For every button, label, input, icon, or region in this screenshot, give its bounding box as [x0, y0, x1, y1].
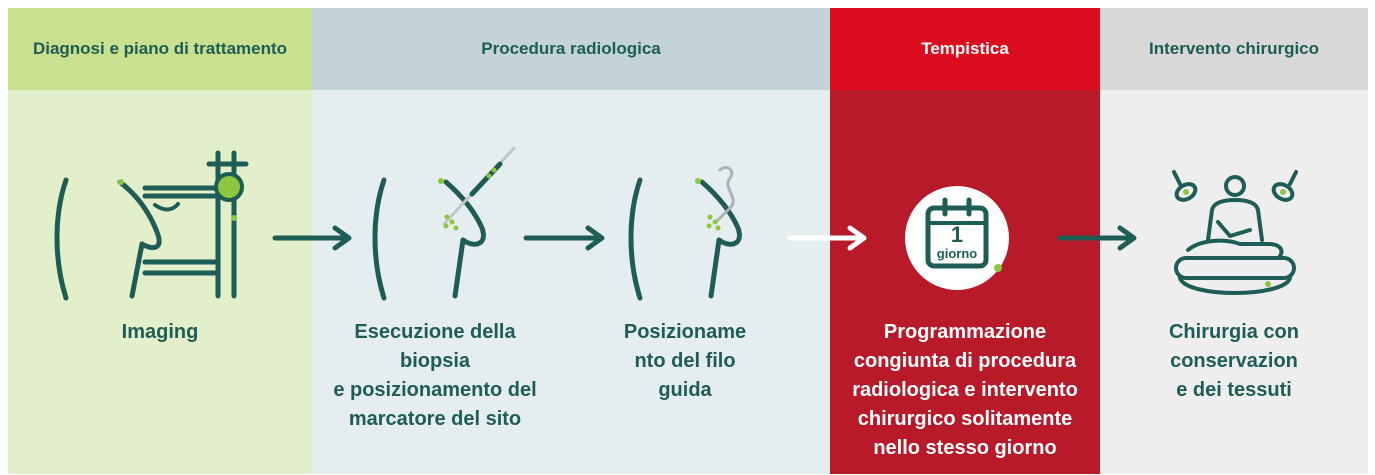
column-body-surgery — [1100, 90, 1368, 474]
calendar-icon — [905, 186, 1009, 290]
step-label-biopsy: Esecuzione della biopsia e posizionament… — [300, 318, 570, 434]
calendar-unit: giorno — [936, 246, 978, 261]
step-label-line: chirurgico solitamente — [857, 408, 1073, 430]
arrow-right-icon — [523, 225, 605, 251]
step-label-line: e posizionamento del — [333, 379, 537, 401]
column-radiology: Procedura radiologica — [312, 8, 830, 474]
arrow-right-icon — [787, 225, 867, 251]
arrow-right-icon — [272, 225, 352, 251]
step-label-scheduling: Programmazione congiunta di procedura ra… — [832, 318, 1098, 463]
step-label-line: Imaging — [121, 321, 199, 343]
step-label-line: nto del filo — [634, 350, 736, 372]
column-surgery: Intervento chirurgico — [1100, 8, 1368, 474]
header-surgery: Intervento chirurgico — [1100, 8, 1368, 90]
step-label-line: Chirurgia con — [1168, 321, 1299, 343]
step-label-line: biopsia — [399, 350, 470, 372]
column-diagnosis: Diagnosi e piano di trattamento — [8, 8, 312, 474]
step-label-surgery: Chirurgia con conservazion e dei tessuti — [1134, 318, 1334, 405]
header-radiology: Procedura radiologica — [312, 8, 830, 90]
biopsy-needle-icon — [372, 146, 516, 301]
step-label-line: congiunta di procedura — [853, 350, 1077, 372]
column-body-radiology — [312, 90, 830, 474]
step-label-wire: Posizioname nto del filo guida — [590, 318, 780, 405]
step-label-line: nello stesso giorno — [873, 437, 1057, 459]
step-label-line: guida — [658, 379, 712, 401]
step-label-line: marcatore del sito — [348, 408, 522, 430]
calendar-day: 1 — [950, 222, 964, 247]
guide-wire-icon — [628, 166, 742, 301]
header-timing: Tempistica — [830, 8, 1100, 90]
header-diagnosis: Diagnosi e piano di trattamento — [8, 8, 312, 90]
step-label-imaging: Imaging — [60, 318, 260, 347]
column-body-diagnosis — [8, 90, 312, 474]
mammography-icon — [54, 150, 249, 301]
surgery-icon — [1172, 170, 1298, 295]
step-label-line: e dei tessuti — [1176, 379, 1292, 401]
step-label-line: Esecuzione della — [354, 321, 516, 343]
arrow-right-icon — [1057, 225, 1137, 251]
step-label-line: radiologica e intervento — [852, 379, 1078, 401]
step-label-line: conservazion — [1170, 350, 1298, 372]
step-label-line: Programmazione — [883, 321, 1047, 343]
step-label-line: Posizioname — [623, 321, 747, 343]
